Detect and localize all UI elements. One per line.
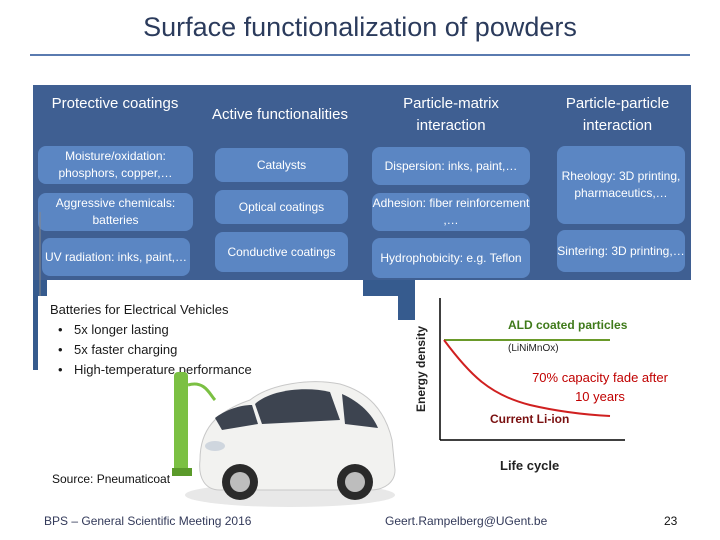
ev-bullet-3: High-temperature performance: [50, 360, 252, 380]
box-rheology: Rheology: 3D printing, pharmaceutics,…: [557, 146, 685, 224]
box-hydrophobicity: Hydrophobicity: e.g. Teflon: [372, 238, 530, 278]
box-moisture-oxidation: Moisture/oxidation: phosphors, copper,…: [38, 146, 193, 184]
box-optical-coatings: Optical coatings: [215, 190, 348, 224]
ev-heading: Batteries for Electrical Vehicles: [50, 302, 229, 317]
ev-bullet-2: 5x faster charging: [50, 340, 252, 360]
ev-bullet-1: 5x longer lasting: [50, 320, 252, 340]
box-catalysts: Catalysts: [215, 148, 348, 182]
formula-label: (LiNiMnOx): [508, 343, 559, 354]
footer-event: BPS – General Scientific Meeting 2016: [44, 514, 252, 528]
ald-label: ALD coated particles: [508, 318, 628, 332]
footer-email: Geert.Rampelberg@UGent.be: [385, 514, 548, 528]
box-conductive-coatings: Conductive coatings: [215, 232, 348, 272]
title-underline-accent: [650, 54, 690, 56]
plot-ylabel: Energy density: [414, 325, 428, 413]
source-credit: Source: Pneumaticoat: [52, 472, 171, 486]
slide-title: Surface functionalization of powders: [143, 12, 577, 42]
box-aggressive-chemicals: Aggressive chemicals: batteries: [38, 193, 193, 231]
header-particle-matrix: Particle-matrix interaction: [403, 95, 499, 134]
header-protective-coatings: Protective coatings: [51, 95, 179, 112]
ev-benefits: Batteries for Electrical Vehicles 5x lon…: [50, 300, 252, 380]
box-uv-radiation: UV radiation: inks, paint,…: [42, 238, 190, 276]
box-dispersion: Dispersion: inks, paint,…: [372, 147, 530, 185]
current-liion-label: Current Li-ion: [490, 412, 570, 426]
fade-label: 70% capacity fade after 10 years: [532, 370, 668, 404]
header-particle-particle: Particle-particle interaction: [565, 95, 670, 134]
box-sintering: Sintering: 3D printing,…: [557, 230, 685, 272]
header-active-functionalities: Active functionalities: [212, 106, 348, 123]
title-underline: [30, 54, 650, 56]
page-number: 23: [664, 514, 678, 528]
plot-xlabel: Life cycle: [500, 458, 560, 473]
box-adhesion: Adhesion: fiber reinforcement ,…: [372, 193, 530, 231]
